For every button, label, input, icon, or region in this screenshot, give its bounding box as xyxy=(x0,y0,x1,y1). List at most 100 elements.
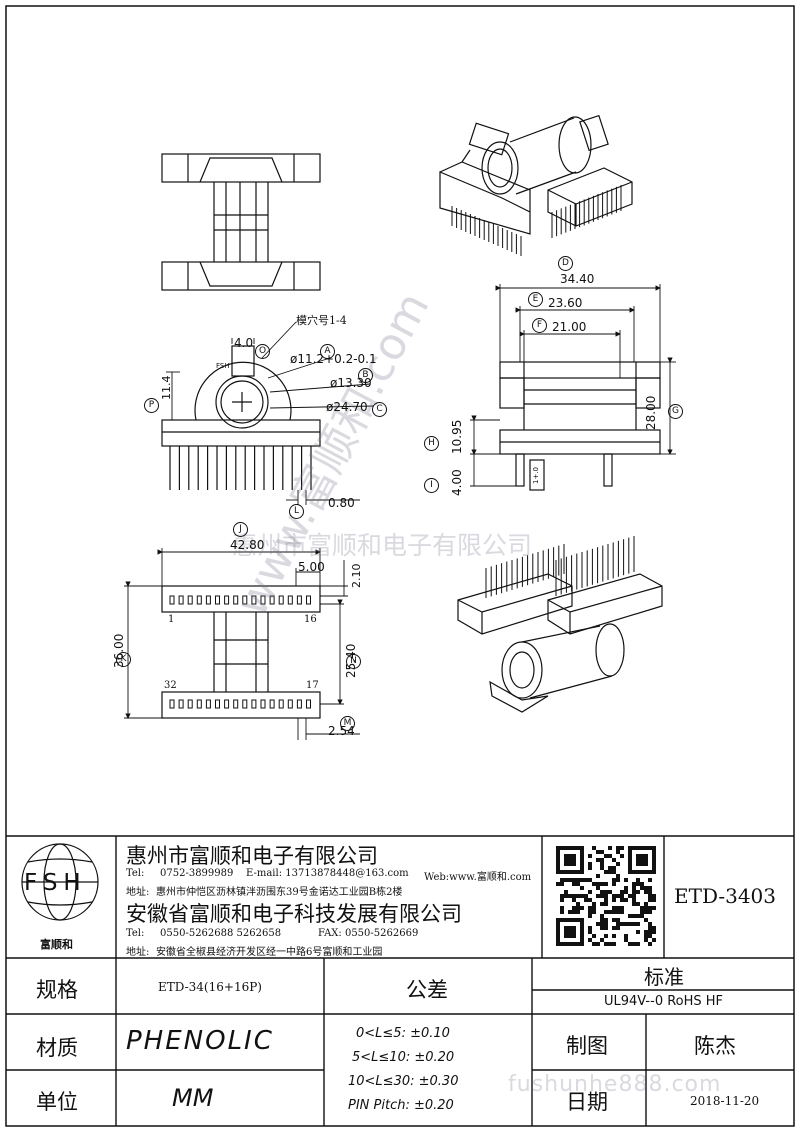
qr-module xyxy=(580,894,584,898)
qr-module xyxy=(620,906,624,910)
iso-top-pins xyxy=(451,185,622,256)
qr-module xyxy=(612,926,616,930)
dim-h: 10.95 xyxy=(450,419,464,454)
ref-circle-f: F xyxy=(532,318,547,333)
qr-module xyxy=(620,894,624,898)
bottom-view-pins xyxy=(169,595,311,709)
ref-circle-h: H xyxy=(424,436,439,451)
qr-module xyxy=(616,846,620,850)
iso-bottom-pins xyxy=(485,536,635,598)
email: E-mail: 13713878448@163.com xyxy=(246,868,409,879)
qr-module xyxy=(636,890,640,894)
front-view-pins xyxy=(169,446,312,490)
standard-label: 标准 xyxy=(644,965,684,989)
qr-module xyxy=(648,934,652,938)
bottom-pin-top-row xyxy=(306,595,311,605)
qr-module xyxy=(652,930,656,934)
fsh-small-mark: FSH xyxy=(216,362,230,370)
spec-label: 规格 xyxy=(36,978,78,1002)
qr-module xyxy=(632,886,636,890)
qr-module xyxy=(588,866,592,870)
qr-module xyxy=(644,886,648,890)
dim-g: 28.00 xyxy=(644,395,658,430)
unit-value: MM xyxy=(172,1084,214,1112)
qr-module xyxy=(592,910,596,914)
qr-module xyxy=(600,902,604,906)
qr-module xyxy=(584,898,588,902)
qr-module xyxy=(620,890,624,894)
qr-module xyxy=(596,882,600,886)
qr-module xyxy=(644,938,648,942)
bottom-pin-top-row xyxy=(205,595,211,605)
qr-module xyxy=(608,866,612,870)
qr-module xyxy=(652,926,656,930)
qr-module xyxy=(616,862,620,866)
qr-module xyxy=(592,846,596,850)
qr-module xyxy=(608,910,612,914)
qr-module xyxy=(640,910,644,914)
qr-module xyxy=(636,878,640,882)
logo-cn: 富顺和 xyxy=(40,938,73,951)
qr-module xyxy=(644,934,648,938)
unit-label: 单位 xyxy=(36,1090,78,1114)
qr-module xyxy=(596,874,600,878)
top-view xyxy=(161,153,321,291)
bottom-pin-top-row xyxy=(296,595,302,605)
qr-module xyxy=(632,890,636,894)
qr-module xyxy=(600,918,604,922)
qr-module xyxy=(608,854,612,858)
tolerance-line-1: 0<L≤5: ±0.10 xyxy=(356,1026,450,1041)
qr-module xyxy=(632,894,636,898)
qr-module xyxy=(616,850,620,854)
company-2: 安徽省富顺和电子科技发展有限公司 xyxy=(126,902,462,926)
part-number: ETD-3403 xyxy=(674,884,777,908)
qr-module xyxy=(648,894,652,898)
qr-module xyxy=(564,878,568,882)
qr-module xyxy=(648,942,652,946)
qr-module xyxy=(628,894,632,898)
bottom-pin-bottom-row xyxy=(287,699,293,709)
qr-module xyxy=(600,894,604,898)
qr-module xyxy=(604,902,608,906)
qr-module xyxy=(576,906,580,910)
ref-circle-m: M xyxy=(340,716,355,731)
bottom-pin-top-row xyxy=(287,595,293,605)
ref-circle-j: J xyxy=(233,522,248,537)
dim-f: 21.00 xyxy=(552,320,587,334)
qr-module xyxy=(612,910,616,914)
dim-j: 42.80 xyxy=(230,538,265,552)
bottom-pin-bottom-row xyxy=(233,699,239,709)
qr-module xyxy=(596,942,600,946)
qr-module xyxy=(604,926,608,930)
qr-module xyxy=(648,878,652,882)
qr-module xyxy=(652,906,656,910)
ref-circle-o: O xyxy=(255,344,270,359)
qr-module xyxy=(600,882,604,886)
bottom-pin-bottom-row xyxy=(187,699,193,709)
small-mark: 1+.0 xyxy=(532,467,540,484)
dim-210: 2.10 xyxy=(350,563,363,589)
qr-module xyxy=(620,846,624,850)
qr-module xyxy=(588,910,592,914)
qr-module xyxy=(596,850,600,854)
qr-module xyxy=(588,938,592,942)
qr-module xyxy=(632,922,636,926)
qr-module xyxy=(560,894,564,898)
bottom-pin-top-row xyxy=(196,595,202,605)
dim-e: 23.60 xyxy=(548,296,583,310)
dim-500: 5.00 xyxy=(298,560,325,574)
qr-module xyxy=(604,942,608,946)
qr-module xyxy=(616,910,620,914)
qr-module xyxy=(624,898,628,902)
qr-module xyxy=(616,894,620,898)
qr-module xyxy=(584,878,588,882)
qr-module xyxy=(604,890,608,894)
qr-module xyxy=(560,910,564,914)
pin-label-1: 1 xyxy=(168,614,175,625)
qr-module xyxy=(600,926,604,930)
side-view xyxy=(499,361,661,491)
qr-module xyxy=(576,902,580,906)
bottom-pin-top-row xyxy=(224,595,230,605)
qr-module xyxy=(604,894,608,898)
